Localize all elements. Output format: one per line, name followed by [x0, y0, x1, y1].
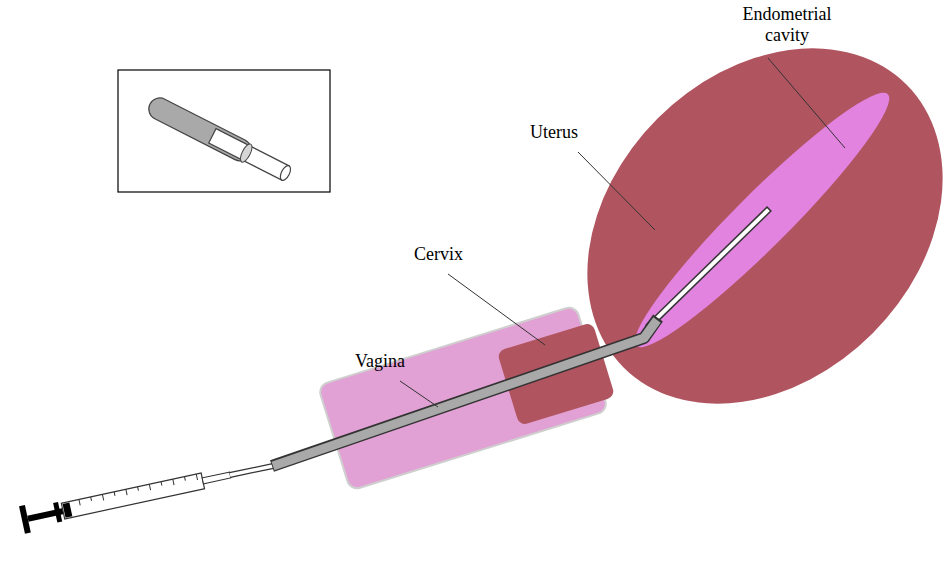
inset-frame: [118, 70, 330, 192]
inner-catheter-outline: [650, 211, 767, 325]
leader-line: [400, 381, 438, 407]
syringe: [19, 461, 233, 533]
scale-tick: [126, 489, 127, 495]
scale-tick: [149, 484, 150, 490]
leader-line: [578, 152, 655, 230]
scale-tick: [161, 482, 163, 486]
inner-catheter: [650, 211, 767, 325]
outer-sheath-outline: [272, 318, 658, 466]
scale-tick: [137, 487, 139, 491]
scale-tick: [173, 479, 174, 485]
leader-line: [768, 58, 845, 148]
part-label: Uterus: [530, 122, 600, 143]
scale-tick: [184, 477, 186, 481]
scale-tick: [196, 474, 197, 480]
scale-tick: [114, 492, 116, 496]
inset-catheter: [145, 94, 294, 184]
part-label: Vagina: [355, 351, 425, 372]
scale-tick: [79, 500, 80, 506]
outer-sheath: [273, 320, 657, 466]
leader-line: [448, 274, 545, 345]
part-label: Endometrial cavity: [728, 4, 846, 45]
connector-tube-fill: [230, 466, 273, 475]
part-label: Cervix: [414, 244, 484, 265]
scale-tick: [102, 494, 103, 500]
connector-tube: [230, 466, 273, 475]
uterus-shape: [516, 0, 943, 475]
scale-tick: [90, 497, 92, 501]
